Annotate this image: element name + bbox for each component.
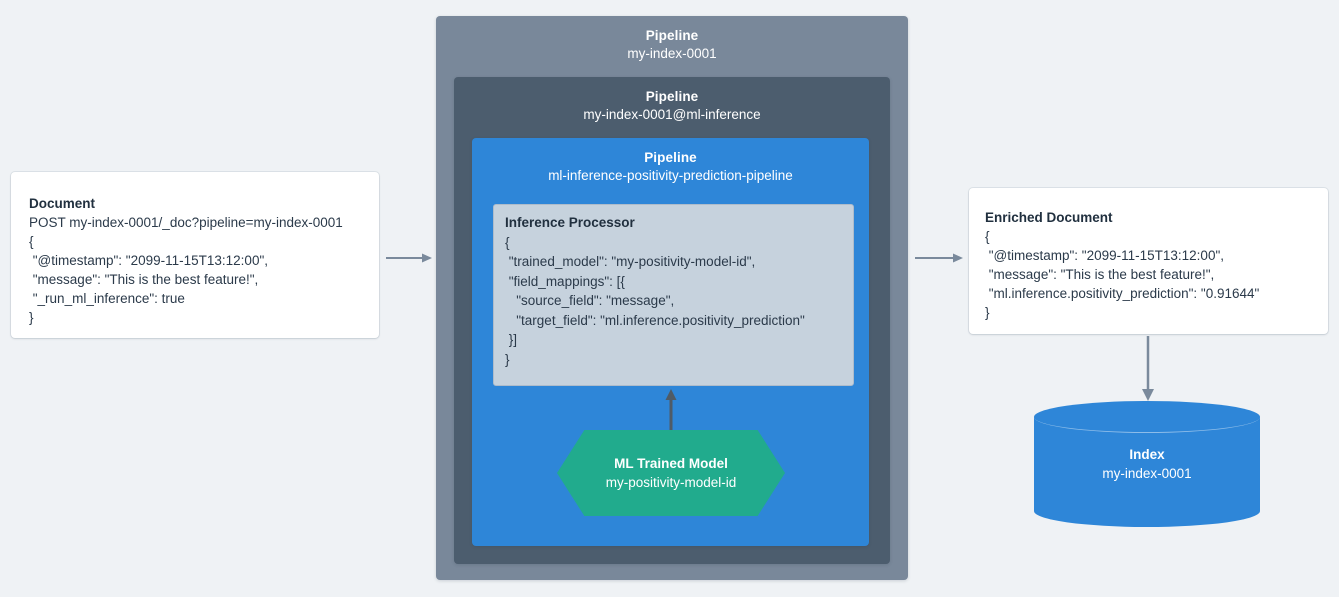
enriched-document-card-line-3: "ml.inference.positivity_prediction": "0… (985, 286, 1260, 301)
arrow-pipeline-to-enriched-document (915, 248, 965, 268)
enriched-document-card-line-0: { (985, 229, 990, 244)
index-label: Index (1129, 447, 1165, 462)
inference-processor-line-6: } (505, 351, 510, 367)
pipeline-mid-header: Pipeline my-index-0001@ml-inference (454, 77, 890, 124)
pipeline-mid-name: my-index-0001@ml-inference (583, 107, 761, 122)
document-card-line-4: "_run_ml_inference": true (29, 291, 185, 306)
inference-processor-line-0: { (505, 234, 510, 250)
enriched-document-card-line-1: "@timestamp": "2099-11-15T13:12:00", (985, 248, 1224, 263)
pipeline-outer-header: Pipeline my-index-0001 (436, 16, 908, 63)
inference-processor-line-5: }] (505, 332, 518, 347)
index-cylinder-top (1034, 401, 1260, 433)
pipeline-inner-header: Pipeline ml-inference-positivity-predict… (472, 138, 869, 185)
index-name: my-index-0001 (1102, 466, 1192, 481)
inference-processor-box: Inference Processor { "trained_model": "… (493, 204, 854, 386)
inference-processor-line-4: "target_field": "ml.inference.positivity… (505, 312, 805, 328)
inference-processor-line-3: "source_field": "message", (505, 293, 675, 308)
arrow-enriched-document-to-index (1138, 336, 1158, 402)
document-card-line-2: "@timestamp": "2099-11-15T13:12:00", (29, 253, 268, 268)
inference-processor-line-2: "field_mappings": [{ (505, 273, 625, 289)
enriched-document-card: Enriched Document { "@timestamp": "2099-… (969, 188, 1328, 334)
enriched-document-card-title: Enriched Document (985, 210, 1113, 225)
inference-processor-title: Inference Processor (505, 215, 635, 230)
ml-trained-model-label: ML Trained Model (614, 456, 728, 471)
document-card-line-5: } (29, 310, 34, 325)
document-card-line-3: "message": "This is the best feature!", (29, 272, 259, 287)
pipeline-outer-label: Pipeline (645, 28, 699, 43)
index-cylinder: Index my-index-0001 (1034, 401, 1260, 527)
document-card: Document POST my-index-0001/_doc?pipelin… (11, 172, 379, 338)
pipeline-outer-name: my-index-0001 (627, 46, 717, 61)
document-card-line-0: POST my-index-0001/_doc?pipeline=my-inde… (29, 215, 343, 230)
arrow-model-to-processor (661, 388, 681, 436)
document-card-line-1: { (29, 234, 34, 249)
inference-processor-line-1: "trained_model": "my-positivity-model-id… (505, 254, 756, 269)
pipeline-inner-label: Pipeline (644, 150, 697, 165)
ml-trained-model-name: my-positivity-model-id (605, 475, 737, 490)
ml-trained-model-hexagon: ML Trained Model my-positivity-model-id (557, 430, 785, 516)
pipeline-mid-label: Pipeline (645, 89, 699, 104)
index-cylinder-caption: Index my-index-0001 (1034, 445, 1260, 483)
pipeline-inner-name: ml-inference-positivity-prediction-pipel… (548, 168, 793, 183)
arrow-document-to-pipeline (386, 248, 434, 268)
enriched-document-card-line-2: "message": "This is the best feature!", (985, 267, 1215, 282)
document-card-title: Document (29, 196, 96, 211)
enriched-document-card-line-4: } (985, 305, 990, 320)
